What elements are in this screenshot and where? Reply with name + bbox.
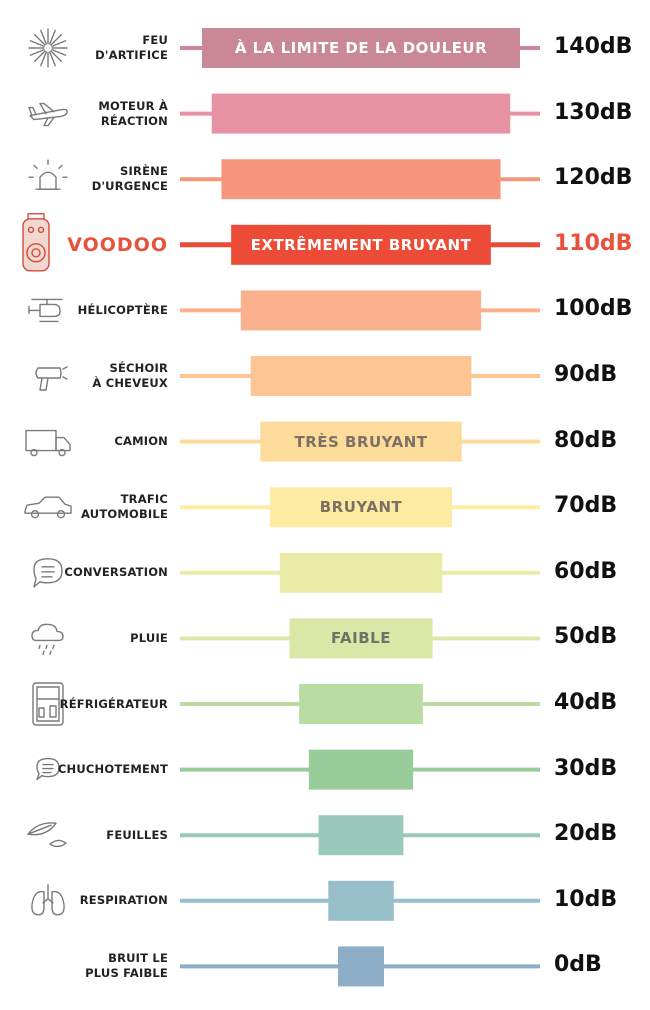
db-value-label: 80dB [554,427,618,453]
row-label: VOODOO [38,235,168,255]
bar [260,421,462,462]
speaker-icon [22,213,50,272]
row-label-line: PLUIE [130,630,168,645]
fridge-icon [32,682,64,726]
db-value-label: 110dB [554,230,633,256]
row-label-line: TRAFIC [120,492,168,507]
bar [270,487,452,528]
row-label-line: RESPIRATION [79,893,168,908]
db-value-label: 60dB [554,558,618,584]
row-label-line: MOTEUR À [98,98,168,113]
band-label: BRUYANT [319,498,403,517]
db-value-label: 70dB [554,493,618,519]
row-label-line: FEU [142,33,168,47]
band-label: FAIBLE [331,629,391,648]
row-label-line: D'ARTIFICE [95,48,168,62]
car-icon [24,496,72,519]
db-value-label: 90dB [554,362,618,387]
bar [221,159,501,200]
bar [289,618,433,659]
bar [202,28,520,68]
row-label-line: AUTOMOBILE [81,507,168,522]
row-label-line: À CHEVEUX [92,376,168,390]
bar [240,290,482,331]
truck-icon [25,429,71,457]
db-value-label: 40dB [554,690,618,715]
fireworks-icon [28,28,68,68]
leaves-icon [27,822,67,848]
row-label-line: FEUILLES [106,827,168,842]
airplane-icon [28,102,68,127]
row-label: PLUIE [38,631,168,646]
db-value-label: 140dB [554,34,633,59]
helicopter-icon [28,298,63,323]
db-value-label: 30dB [554,755,618,781]
hair-dryer-icon [35,366,68,391]
row-label-line: D'URGENCE [91,179,168,194]
row-label-line: RÉACTION [100,113,168,128]
rain-cloud-icon [31,623,64,656]
db-value-label: 10dB [554,886,618,912]
lungs-icon [31,884,65,916]
bar [338,946,384,987]
bar [250,356,472,396]
db-value-label: 20dB [554,821,618,847]
db-value-label: 50dB [554,624,618,650]
db-value-label: 120dB [554,165,633,191]
bar [308,749,414,790]
row-label-line: CONVERSATION [64,565,168,580]
row-label-line: PLUS FAIBLE [85,966,168,981]
row-label-line: VOODOO [67,233,168,256]
db-value-label: 130dB [554,99,633,125]
row-label: CHUCHOTEMENT [38,762,168,777]
db-value-label: 0dB [554,952,602,978]
row-label-line: BRUIT LE [108,951,168,966]
row-label: FEUILLES [38,828,168,843]
row-label-line: RÉFRIGÉRATEUR [59,696,168,711]
siren-icon [28,159,68,190]
band-label: À LA LIMITE DE LA DOULEUR [234,39,488,57]
whisper-bubble-icon [36,757,60,781]
row-label-line: SÉCHOIR [109,361,168,375]
bar [231,224,491,265]
row-label: CONVERSATION [38,565,168,580]
bar [279,552,443,593]
bar [211,93,511,134]
bar [299,684,423,724]
chat-bubble-icon [33,558,63,588]
row-label: RESPIRATION [38,893,168,908]
bar [318,815,404,856]
row-label-line: CHUCHOTEMENT [57,762,168,777]
db-value-label: 100dB [554,296,633,322]
row-label-line: HÉLICOPTÈRE [77,302,168,317]
band-label: EXTRÊMEMENT BRUYANT [250,235,472,254]
band-label: TRÈS BRUYANT [294,432,428,451]
row-label: HÉLICOPTÈRE [38,303,168,318]
row-label-line: SIRÈNE [120,164,168,179]
row-label: RÉFRIGÉRATEUR [38,697,168,712]
bar [328,880,394,921]
row-label: CAMION [38,434,168,449]
row-label-line: CAMION [114,434,168,449]
